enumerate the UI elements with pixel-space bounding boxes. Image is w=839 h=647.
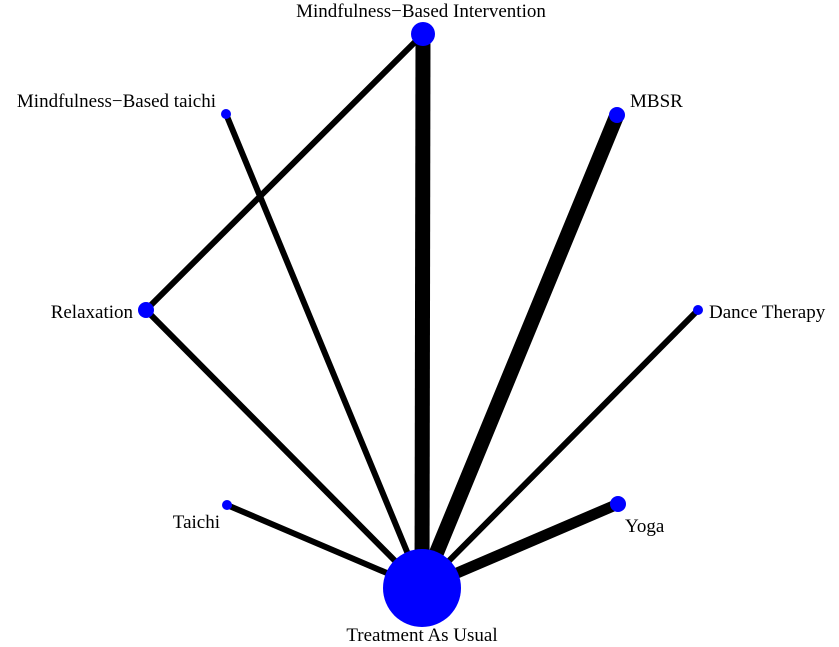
node-label-taichi: Taichi (173, 512, 220, 533)
node-label-yoga: Yoga (625, 516, 665, 537)
node-label-dance: Dance Therapy (709, 302, 826, 323)
node-relax (138, 302, 154, 318)
node-mbsr (609, 107, 625, 123)
edge-relax-mbi (143, 31, 426, 313)
node-mbi (411, 22, 435, 46)
edge-tau-dance (419, 307, 701, 591)
edge-tau-mbsr (415, 112, 624, 591)
node-label-mbt: Mindfulness−Based taichi (17, 91, 216, 112)
node-taichi (222, 500, 232, 510)
edge-tau-relax (143, 307, 425, 591)
node-label-mbsr: MBSR (630, 91, 683, 112)
node-yoga (610, 496, 626, 512)
nodes-group (138, 22, 703, 627)
node-label-mbi: Mindfulness−Based Intervention (296, 1, 546, 22)
edge-tau-mbi (414, 33, 431, 589)
node-dance (693, 305, 703, 315)
node-mbt (221, 109, 231, 119)
node-label-relax: Relaxation (51, 302, 134, 323)
labels-group: Mindfulness−Based Intervention Mindfulne… (17, 1, 826, 646)
node-label-tau: Treatment As Usual (346, 625, 497, 646)
edge-tau-mbt (223, 112, 425, 590)
node-tau (383, 549, 461, 627)
